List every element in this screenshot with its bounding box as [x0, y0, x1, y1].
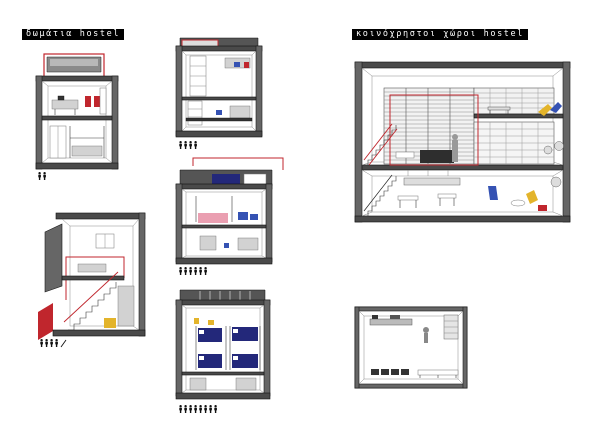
bag [244, 62, 249, 68]
storage-box [104, 318, 116, 328]
room-c-section [175, 37, 263, 138]
common-area-section [354, 61, 571, 223]
person-icon [189, 267, 192, 275]
bed [71, 145, 103, 157]
occupancy-icons-room-c [179, 141, 197, 149]
person-icon [50, 339, 53, 347]
bed [232, 354, 258, 368]
red-panel [38, 303, 53, 340]
bed [77, 263, 107, 273]
roof-frame [192, 157, 284, 170]
lounge-chair [538, 104, 552, 116]
room-d-section [175, 157, 284, 265]
sofa [420, 150, 454, 163]
room-a-section [35, 53, 119, 170]
person-icon [199, 405, 202, 413]
occupancy-icons-room-b [40, 339, 58, 347]
person-icon [179, 405, 182, 413]
stool [216, 110, 222, 115]
bed [198, 213, 228, 223]
chair [94, 96, 100, 107]
person-icon [45, 339, 48, 347]
person-icon [204, 267, 207, 275]
chair [234, 62, 240, 67]
kitchen-counter [403, 177, 461, 186]
person-icon [204, 405, 207, 413]
person-icon [55, 339, 58, 347]
person-icon [189, 141, 192, 149]
chair [526, 190, 538, 204]
person-icon [40, 339, 43, 347]
section-title-common: κοινόχρηστοι χώροι hostel [352, 29, 528, 40]
person-icon [209, 405, 212, 413]
occupancy-icons-room-e [179, 405, 217, 413]
lounge-chair [550, 102, 562, 113]
bed [232, 327, 258, 341]
person-icon [194, 267, 197, 275]
person-icon [194, 141, 197, 149]
person-icon [194, 405, 197, 413]
common-area-plan [354, 306, 468, 389]
person-icon [43, 172, 46, 180]
chair [488, 186, 498, 200]
occupancy-icons-room-a [38, 172, 46, 180]
person-icon [189, 405, 192, 413]
chair [85, 96, 91, 107]
person-icon [179, 267, 182, 275]
section-title-rooms: δωμάτια hostel [22, 29, 125, 40]
staircase [68, 282, 117, 331]
person-icon [184, 405, 187, 413]
person-icon [214, 405, 217, 413]
lower-staircase [364, 176, 397, 217]
person-icon [184, 267, 187, 275]
room-b-section [38, 212, 146, 340]
occupancy-icons-room-d [179, 267, 207, 275]
person-icon [179, 141, 182, 149]
person-icon [38, 172, 41, 180]
room-e-section [175, 289, 271, 400]
upper-staircase [364, 125, 397, 166]
red-frame [389, 94, 479, 166]
person-icon [199, 267, 202, 275]
slash-mark [60, 339, 67, 348]
person-icon [184, 141, 187, 149]
